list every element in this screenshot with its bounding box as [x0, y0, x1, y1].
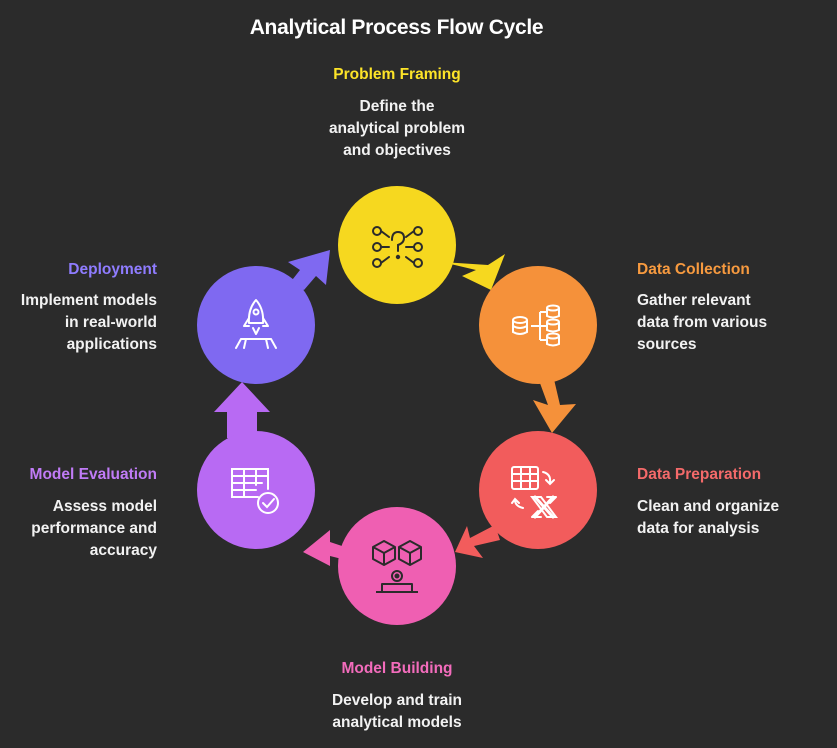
stage-desc-data-collection: Gather relevant data from various source… [637, 292, 768, 353]
data-preparation-circle [479, 431, 597, 549]
arrow-evaluation-to-deployment [214, 382, 270, 438]
stage-desc-model-evaluation: Assess model performance and accuracy [31, 498, 157, 559]
stage-desc-data-preparation: Clean and organize data for analysis [637, 498, 780, 537]
model-building-circle [338, 507, 456, 625]
deployment-circle [197, 266, 315, 384]
stage-desc-deployment: Implement models in real-world applicati… [20, 292, 157, 353]
table-check-icon [231, 468, 279, 514]
stage-title-model-evaluation: Model Evaluation [29, 466, 157, 483]
stage-title-data-preparation: Data Preparation [637, 466, 762, 483]
arrow-problem-to-collection [442, 254, 505, 290]
arrow-preparation-to-building [455, 525, 500, 558]
question-network-icon [372, 226, 423, 268]
stage-title-data-collection: Data Collection [637, 261, 750, 278]
database-stack-icon [512, 304, 560, 347]
stage-title-model-building: Model Building [341, 660, 453, 677]
stage-desc-problem-framing: Define the analytical problem and object… [328, 98, 466, 159]
stage-title-deployment: Deployment [68, 261, 157, 278]
arrow-building-to-evaluation [303, 530, 348, 566]
cubes-robot-icon [372, 540, 422, 593]
arrow-deployment-to-problem [288, 250, 330, 290]
arrow-collection-to-preparation [533, 375, 576, 433]
diagram-title: Analytical Process Flow Cycle [249, 16, 544, 39]
stage-desc-model-building: Develop and train analytical models [331, 692, 463, 731]
stage-title-problem-framing: Problem Framing [333, 66, 461, 83]
spreadsheet-transform-icon [511, 466, 558, 519]
rocket-launch-icon [235, 299, 277, 349]
